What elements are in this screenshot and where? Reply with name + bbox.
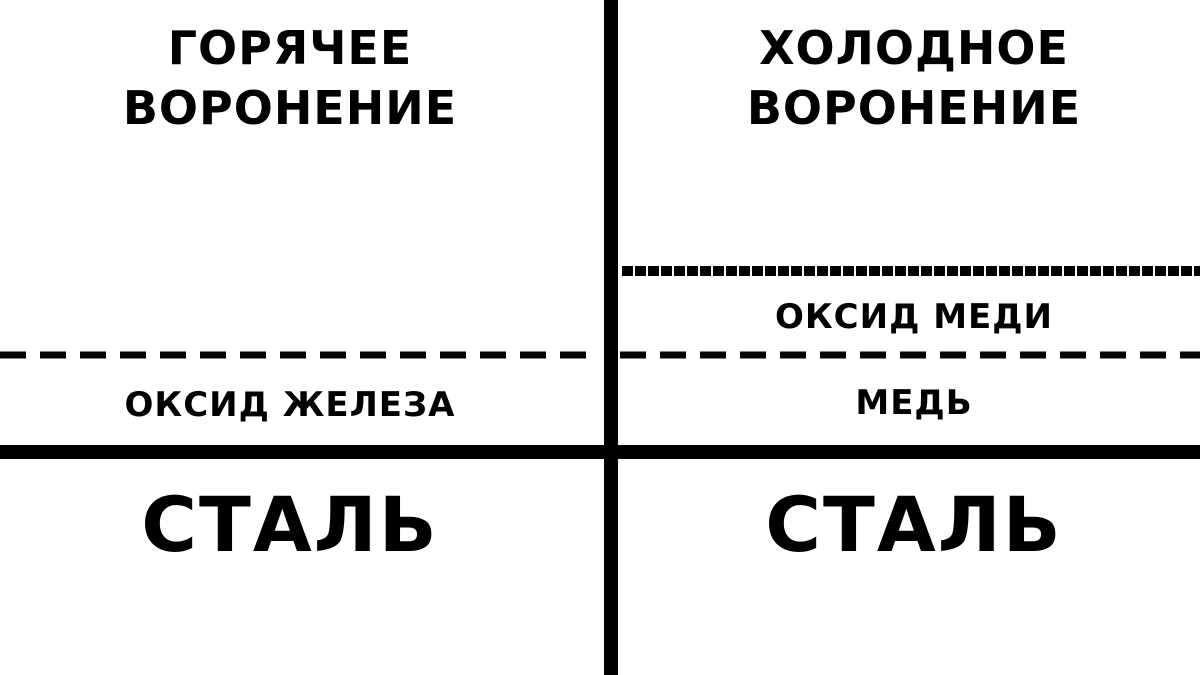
right-column-title: ХОЛОДНОЕ ВОРОНЕНИЕ <box>746 21 1082 135</box>
left-column-title: ГОРЯЧЕЕ ВОРОНЕНИЕ <box>122 21 458 135</box>
right-middle-layer-label: МЕДЬ <box>855 383 973 423</box>
left-base-metal-label: СТАЛЬ <box>141 480 439 569</box>
right-base-metal-label: СТАЛЬ <box>765 480 1063 569</box>
left-oxide-layer-label: ОКСИД ЖЕЛЕЗА <box>124 385 456 425</box>
right-top-layer-label: ОКСИД МЕДИ <box>774 297 1053 337</box>
